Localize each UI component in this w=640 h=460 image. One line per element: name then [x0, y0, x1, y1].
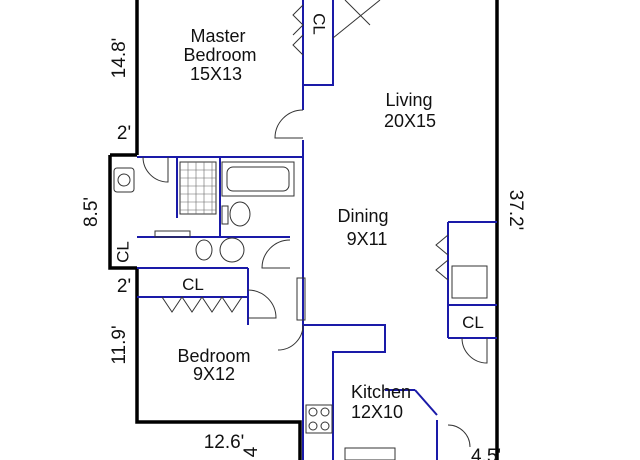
dim-4-5: 4.5': [471, 446, 501, 460]
interior-walls: [137, 0, 497, 460]
master-size: 15X13: [190, 64, 242, 84]
cl-living: CL: [462, 313, 484, 332]
kitchen-size: 12X10: [351, 402, 403, 422]
kitchen-name: Kitchen: [351, 382, 411, 402]
living-closet-door: [461, 337, 488, 364]
dim-4-partial: 4: [241, 446, 262, 457]
dim-2-b: 2': [117, 276, 131, 297]
dim-14-8: 14.8': [109, 38, 130, 79]
dim-8-5: 8.5': [81, 197, 102, 227]
dim-11-9: 11.9': [109, 325, 130, 364]
laundry-icon: [451, 265, 488, 299]
entry-door: [447, 424, 471, 448]
dining-size: 9X11: [347, 229, 388, 249]
living-name: Living: [385, 90, 432, 110]
toilet2-icon: [195, 239, 213, 261]
bedroom-door: [247, 289, 277, 319]
living-size: 20X15: [384, 111, 436, 131]
cl-master: CL: [310, 13, 329, 35]
stove-icon: [305, 404, 333, 434]
bedroom-size: 9X12: [193, 364, 235, 384]
bath-door: [261, 239, 291, 269]
cl-hall: CL: [113, 241, 132, 263]
bathtub-basin-icon: [226, 166, 290, 192]
cl-bedroom: CL: [182, 275, 204, 294]
bedroom-name: Bedroom: [177, 346, 250, 366]
shower-icon: [179, 161, 217, 215]
sink2-icon: [219, 237, 245, 263]
bifold-doors: [161, 4, 449, 313]
vanity-icon: [154, 230, 191, 238]
stair-line-icon: [344, 0, 371, 26]
dining-name: Dining: [337, 206, 388, 226]
master-name: Master: [190, 26, 245, 46]
doors: [142, 109, 488, 448]
fixtures: [113, 0, 488, 460]
shower-grid: [180, 162, 216, 214]
master-bath-door: [142, 156, 169, 183]
toilet-icon: [229, 201, 251, 227]
bathtub-icon: [221, 161, 295, 197]
dim-12-6: 12.6': [204, 432, 245, 453]
dim-37-2: 37.2': [505, 190, 526, 231]
kitchen-door: [277, 324, 304, 351]
master-door: [274, 109, 304, 139]
exterior-walls: [108, 0, 499, 460]
dim-2-a: 2': [117, 123, 131, 144]
sink-icon: [113, 167, 135, 193]
pocket-door-icon: [296, 277, 306, 321]
master-name2: Bedroom: [183, 45, 256, 65]
toilet-tank-icon: [221, 205, 229, 225]
counter-sink-icon: [344, 447, 396, 460]
sink-basin-icon: [117, 173, 131, 187]
